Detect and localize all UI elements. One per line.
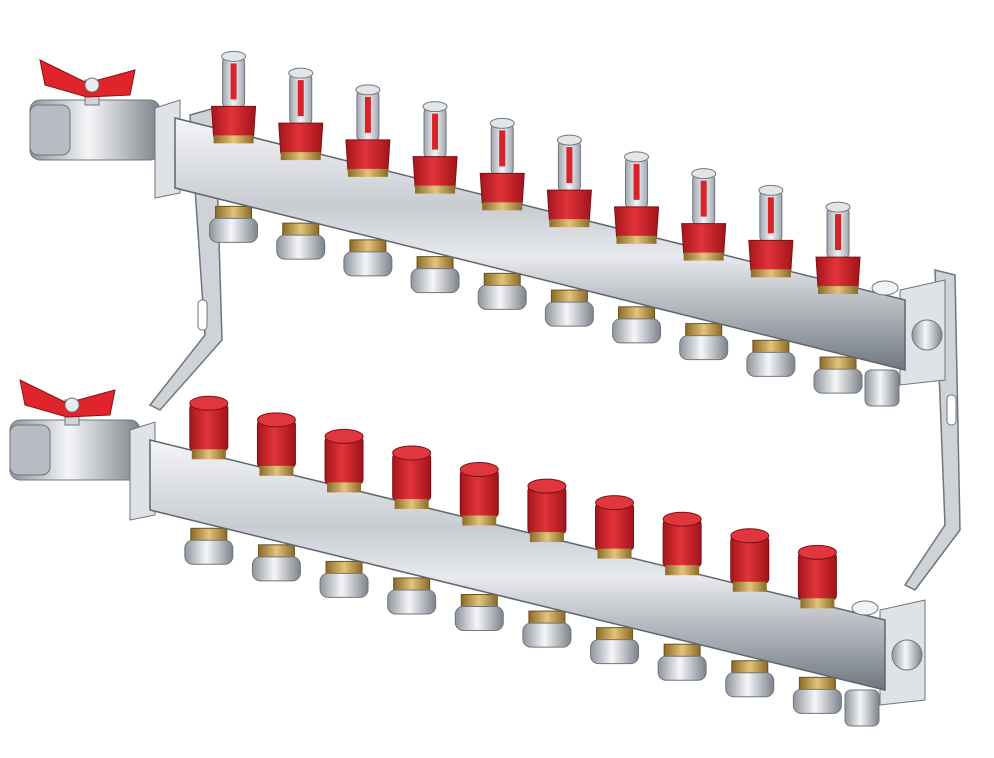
air-vent (871, 280, 899, 296)
outlet-fitting (454, 594, 504, 632)
valve-cap-icon (662, 511, 702, 576)
flow-meter-icon (815, 201, 861, 295)
flow-meter-icon (479, 117, 525, 211)
outlet-fitting (251, 544, 301, 582)
ball-valve-icon (29, 59, 161, 161)
outlet-fitting (410, 256, 460, 294)
outlet-fitting (184, 527, 234, 565)
drain-fitting (864, 369, 900, 407)
flow-meter-icon (412, 101, 458, 194)
flow-meter-icon (681, 168, 727, 261)
outlet-fitting (792, 676, 842, 714)
manifold-bar (174, 117, 906, 371)
upper-manifold (29, 50, 946, 407)
drain-fitting (844, 689, 880, 727)
bracket-icon (154, 99, 181, 199)
outlet-fitting (590, 627, 640, 665)
right-bracket (903, 269, 961, 591)
valve-cap-icon (527, 478, 567, 543)
outlet-fitting (209, 205, 259, 243)
valve-cap-icon (324, 428, 364, 493)
outlet-fitting (522, 610, 572, 648)
end-plug (891, 639, 923, 671)
manifold-bar (149, 439, 886, 691)
outlet-fitting (544, 289, 594, 327)
flow-meter-icon (546, 134, 592, 228)
lower-manifold (9, 379, 926, 727)
outlet-fitting (276, 222, 326, 260)
outlet-fitting (813, 356, 863, 394)
outlet-fitting (612, 306, 662, 344)
valve-cap-icon (459, 462, 499, 526)
valve-cap-icon (730, 528, 770, 592)
air-vent (851, 600, 879, 616)
flow-meter-icon (748, 184, 794, 278)
outlet-fitting (343, 239, 393, 277)
valve-cap-icon (392, 445, 432, 509)
outlet-fitting (319, 560, 369, 598)
valve-cap-icon (595, 495, 635, 559)
bracket-icon (129, 421, 156, 521)
outlet-fitting (387, 577, 437, 615)
flow-meter-icon (278, 67, 324, 161)
flow-meter-icon (345, 84, 391, 177)
valve-cap-icon (256, 412, 296, 476)
outlet-fitting (746, 339, 796, 377)
outlet-fitting (657, 643, 707, 681)
valve-cap-icon (797, 544, 837, 609)
ball-valve-icon (9, 379, 141, 481)
outlet-fitting (725, 660, 775, 698)
end-plug (911, 319, 943, 351)
flow-meter-icon (614, 151, 660, 244)
flow-meter-icon (211, 50, 257, 144)
valve-cap-icon (189, 395, 229, 460)
outlet-fitting (679, 323, 729, 361)
outlet-fitting (477, 272, 527, 310)
